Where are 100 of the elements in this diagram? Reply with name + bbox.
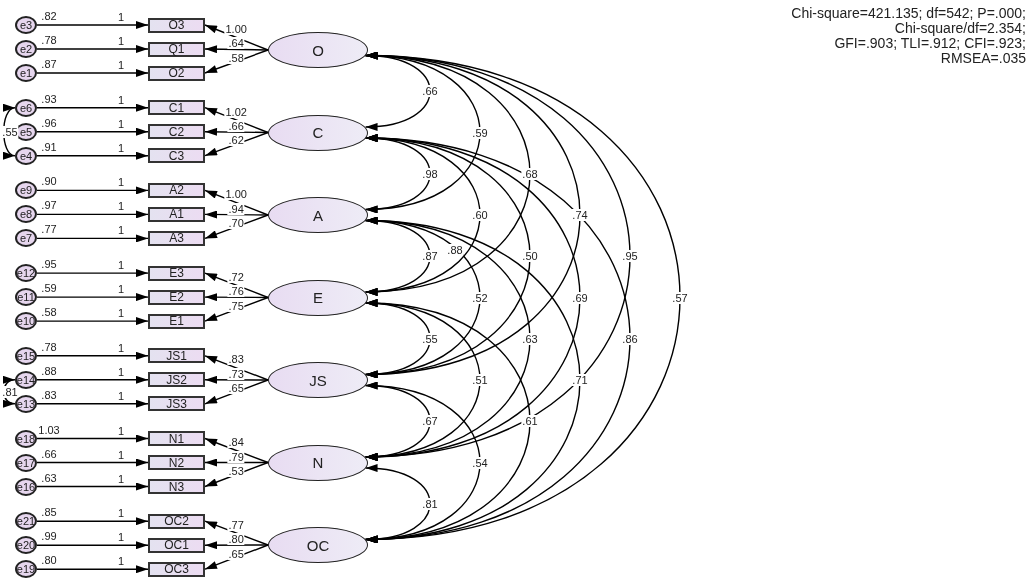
error-term-circle: e8 — [15, 205, 37, 224]
path-arrow — [36, 434, 149, 443]
correlation-label: .59 — [471, 126, 489, 139]
observed-variable-box: A1 — [148, 206, 205, 222]
fit-statistic: Chi-square=421.135; df=542; P=.000; — [791, 6, 1026, 21]
error-variance: .91 — [40, 140, 58, 153]
path-coefficient: .84 — [227, 436, 245, 449]
path-arrow — [204, 107, 269, 134]
error-term-circle: e19 — [15, 560, 37, 578]
correlation-label: .67 — [421, 415, 439, 428]
observed-variable-box: OC2 — [148, 513, 205, 529]
path-arrow — [36, 482, 149, 491]
error-variance: 1.03 — [37, 423, 61, 436]
error-variance: .97 — [40, 199, 58, 212]
error-term-circle: e15 — [15, 346, 37, 365]
path-arrow — [204, 520, 269, 546]
path-arrow — [204, 131, 269, 157]
path-arrow — [204, 296, 269, 322]
observed-variable-box: C1 — [148, 100, 205, 116]
path-arrow — [36, 210, 149, 219]
path-coefficient: 1 — [116, 472, 126, 485]
path-coefficient: .70 — [227, 217, 245, 230]
path-coefficient: 1 — [116, 35, 126, 47]
path-coefficient: 1.00 — [224, 188, 248, 201]
path-arrow — [204, 355, 269, 381]
path-arrow — [36, 151, 149, 160]
observed-variable-box: A3 — [148, 230, 205, 246]
observed-variable-box: C2 — [148, 124, 205, 140]
observed-variable-box: E1 — [148, 313, 205, 329]
correlation-label: .88 — [446, 244, 464, 256]
path-coefficient: .80 — [227, 533, 245, 546]
path-coefficient: 1 — [116, 224, 126, 237]
path-arrow — [204, 49, 269, 74]
path-coefficient: .58 — [227, 51, 245, 64]
error-variance: .58 — [40, 306, 58, 319]
path-arrow — [36, 517, 149, 526]
path-arrow — [36, 458, 149, 467]
path-coefficient: 1 — [116, 93, 126, 106]
path-arrow — [204, 544, 269, 570]
path-arrow — [204, 24, 269, 51]
correlation-label: .81 — [1, 385, 19, 398]
path-arrow — [36, 127, 149, 136]
path-arrow — [36, 351, 149, 360]
correlation-label: .61 — [521, 415, 539, 428]
path-coefficient: .66 — [227, 120, 245, 132]
observed-variable-box: JS1 — [148, 348, 205, 364]
error-variance: .63 — [40, 471, 58, 484]
error-term-circle: e21 — [15, 512, 37, 531]
path-coefficient: .75 — [227, 299, 245, 312]
observed-variable-box: JS3 — [148, 396, 205, 412]
path-coefficient: 1 — [116, 117, 126, 130]
observed-variable-box: N2 — [148, 455, 205, 470]
path-arrow — [36, 317, 149, 326]
path-coefficient: 1 — [116, 176, 126, 189]
path-arrow — [204, 45, 269, 54]
observed-variable-box: O2 — [148, 65, 205, 81]
path-arrow — [204, 189, 269, 216]
path-coefficient: 1 — [116, 283, 126, 296]
error-term-circle: e16 — [15, 477, 37, 496]
path-arrow — [204, 293, 269, 302]
error-term-circle: e10 — [15, 312, 37, 331]
error-variance: .78 — [40, 34, 58, 46]
path-coefficient: .72 — [227, 270, 245, 283]
correlation-label: .69 — [571, 291, 589, 304]
covariance-arrow — [2, 107, 16, 157]
error-variance: .66 — [40, 447, 58, 460]
correlation-label: .54 — [471, 456, 489, 469]
path-coefficient: 1 — [116, 59, 126, 71]
path-coefficient: .79 — [227, 450, 245, 463]
observed-variable-box: E2 — [148, 289, 205, 305]
correlation-label: .86 — [621, 332, 639, 345]
latent-variable-ellipse: N — [268, 444, 368, 481]
error-term-circle: e1 — [15, 64, 37, 82]
observed-variable-box: Q1 — [148, 41, 205, 57]
path-arrow — [36, 293, 149, 302]
path-coefficient: .77 — [227, 518, 245, 531]
fit-statistic: Chi-square/df=2.354; — [894, 21, 1026, 36]
path-coefficient: 1.00 — [224, 23, 248, 35]
path-arrow — [36, 45, 149, 53]
error-term-circle: e11 — [15, 288, 37, 307]
error-variance: .88 — [40, 364, 58, 377]
path-coefficient: 1 — [116, 259, 126, 272]
error-variance: .96 — [40, 116, 58, 129]
path-arrow — [204, 541, 269, 550]
correlation-label: .81 — [421, 497, 439, 510]
error-term-circle: e20 — [15, 536, 37, 555]
observed-variable-box: OC3 — [148, 561, 205, 577]
error-variance: .90 — [40, 175, 58, 188]
error-variance: .82 — [40, 10, 58, 22]
correlation-label: .66 — [421, 85, 439, 98]
path-coefficient: .62 — [227, 134, 245, 147]
error-variance: .93 — [40, 92, 58, 105]
error-variance: .87 — [40, 58, 58, 70]
correlation-label: .55 — [421, 332, 439, 345]
correlation-label: .98 — [421, 167, 439, 180]
path-coefficient: .64 — [227, 37, 245, 50]
path-coefficient: .65 — [227, 547, 245, 560]
latent-variable-ellipse: C — [268, 114, 368, 151]
path-arrow — [204, 272, 269, 299]
fit-statistic: RMSEA=.035 — [940, 51, 1026, 66]
